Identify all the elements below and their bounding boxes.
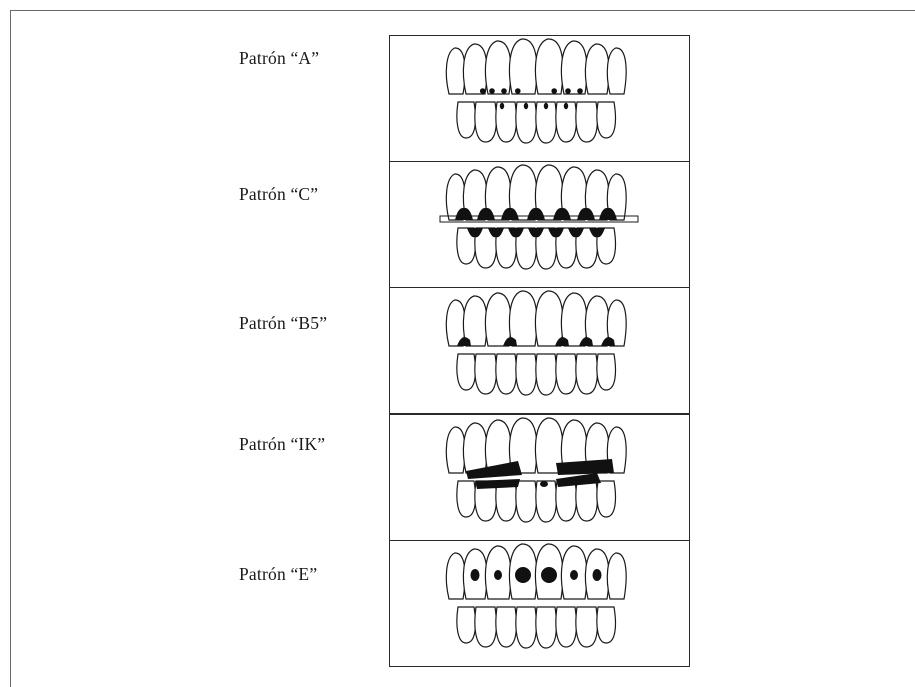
lesion-mark [501, 88, 507, 94]
lower-tooth [576, 481, 598, 521]
lower-tooth [457, 607, 476, 643]
upper-tooth [607, 48, 626, 94]
dental-diagram-b5 [389, 287, 690, 414]
lower-tooth [576, 102, 598, 142]
upper-tooth [463, 44, 487, 94]
upper-tooth [561, 41, 587, 94]
dental-diagram-c [389, 161, 690, 288]
lower-tooth [516, 607, 537, 648]
lower-tooth [556, 481, 577, 521]
upper-arch [446, 39, 626, 94]
lower-tooth [597, 354, 616, 390]
lower-tooth [536, 354, 557, 395]
lesion-mark [541, 567, 557, 583]
upper-tooth [585, 44, 609, 94]
dental-diagram-ik [389, 414, 690, 541]
lower-arch [457, 354, 616, 395]
lesion-mark [515, 88, 521, 94]
pattern-label-b5: Patrón “B5” [239, 313, 327, 334]
lesion-mark [471, 569, 480, 581]
lower-tooth [475, 354, 497, 394]
lesion-mark [540, 481, 548, 487]
pattern-label-a: Patrón “A” [239, 48, 319, 69]
upper-tooth [535, 291, 563, 346]
lower-tooth [475, 607, 497, 647]
lower-tooth [597, 607, 616, 643]
lesion-mark [480, 88, 486, 94]
lower-tooth [536, 481, 557, 522]
lower-tooth [597, 481, 616, 517]
lesion-mark [544, 103, 548, 109]
lower-tooth [516, 354, 537, 395]
lower-tooth [556, 607, 577, 647]
lower-tooth [516, 481, 537, 522]
lesion-mark [565, 88, 571, 94]
upper-arch [446, 291, 626, 346]
upper-tooth [509, 39, 537, 94]
dental-diagram-a [389, 35, 690, 162]
lower-tooth [457, 102, 476, 138]
lower-tooth [496, 607, 517, 647]
lesion-mark [593, 569, 602, 581]
lower-tooth [576, 354, 598, 394]
upper-tooth [509, 291, 537, 346]
teeth-drawing-ik [390, 415, 689, 540]
teeth-drawing-a [390, 36, 689, 161]
lower-tooth [475, 102, 497, 142]
lower-tooth [457, 354, 476, 390]
lower-tooth [536, 607, 557, 648]
lesion-mark [564, 103, 568, 109]
upper-tooth [607, 553, 626, 599]
lower-tooth [457, 481, 476, 517]
lesion-mark [524, 103, 528, 109]
lesion-mark [515, 567, 531, 583]
lesion-mark [577, 88, 583, 94]
teeth-drawing-b5 [390, 288, 689, 413]
upper-tooth [485, 41, 511, 94]
lower-tooth [576, 607, 598, 647]
upper-tooth [485, 293, 511, 346]
lower-tooth [496, 102, 517, 142]
teeth-drawing-e [390, 541, 689, 666]
teeth-drawing-c [390, 162, 689, 287]
lesion-mark [489, 88, 495, 94]
upper-tooth [535, 39, 563, 94]
pattern-label-e: Patrón “E” [239, 564, 317, 585]
upper-tooth [446, 48, 465, 94]
pattern-label-c: Patrón “C” [239, 184, 318, 205]
lesion-mark [500, 103, 504, 109]
upper-tooth [446, 553, 465, 599]
pattern-label-ik: Patrón “IK” [239, 434, 325, 455]
lower-arch [457, 102, 616, 143]
upper-tooth [446, 427, 465, 473]
upper-tooth [463, 423, 487, 473]
lower-tooth [597, 102, 616, 138]
dental-diagram-e [389, 540, 690, 667]
lower-tooth [556, 354, 577, 394]
lesion-mark [494, 570, 502, 580]
lesion-mark [570, 570, 578, 580]
lower-arch [457, 607, 616, 648]
lower-tooth [496, 354, 517, 394]
lesion-mark [551, 88, 557, 94]
